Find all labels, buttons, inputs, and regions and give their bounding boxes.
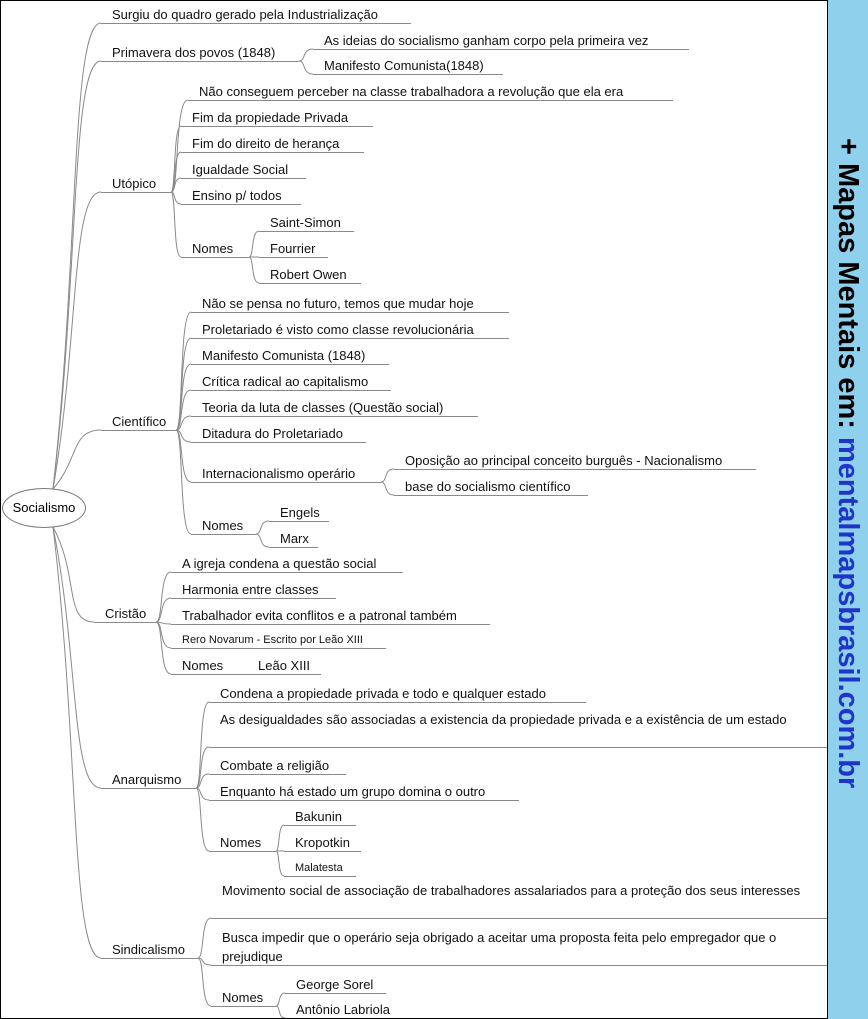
connector-line [155,571,172,623]
node-utopico-item[interactable]: Não conseguem perceber na classe trabalh… [188,83,673,101]
node-cristao-item[interactable]: Rero Novarum - Escrito por Leão XIII [171,631,386,649]
connector-line [197,957,212,1007]
connector-line [275,992,286,1007]
node-intern-item[interactable]: base do socialismo científico [394,478,588,496]
node-intern-item[interactable]: Oposição ao principal conceito burguês -… [394,452,756,470]
node-cientifico-item[interactable]: Crítica radical ao capitalismo [191,373,391,391]
node-surgiu[interactable]: Surgiu do quadro gerado pela Industriali… [101,6,411,24]
connector-line [52,191,102,490]
connector-line [52,60,102,490]
connector-line [380,468,395,483]
node-anarquismo-item[interactable]: Enquanto há estado um grupo domina o out… [209,783,519,801]
mind-map-canvas: Socialismo Surgiu do quadro gerado pela … [0,0,828,1019]
node-name[interactable]: George Sorel [285,976,386,994]
node-internacionalismo[interactable]: Internacionalismo operário [191,465,381,483]
node-name[interactable]: Antônio Labriola [285,1001,411,1018]
node-name[interactable]: Kropotkin [284,834,361,852]
connector-line [248,230,260,258]
connector-line [255,533,270,548]
banner-prefix: + Mapas Mentais em: [832,138,864,437]
node-anarquismo-nomes[interactable]: Nomes [209,834,276,852]
node-sindicalismo-item[interactable]: Movimento social de associação de trabal… [211,881,827,919]
node-cientifico-nomes[interactable]: Nomes [191,517,256,535]
node-name[interactable]: Malatesta [284,859,356,877]
nomes-label: Nomes [182,658,224,673]
banner-text: + Mapas Mentais em: mentalmapsbrasil.com… [830,138,866,788]
connector-line [275,1005,286,1018]
node-cientifico-item[interactable]: Manifesto Comunista (1848) [191,347,389,365]
node-cientifico[interactable]: Científico [101,413,176,431]
node-name[interactable]: Marx [269,530,318,548]
node-cristao-nomes[interactable]: Nomes Leão XIII [171,657,321,675]
node-name[interactable]: Fourrier [259,240,328,258]
connector-line [170,191,182,258]
connector-line [195,787,210,852]
connector-line [52,526,102,959]
node-primavera-item[interactable]: Manifesto Comunista(1848) [313,57,503,75]
connector-line [170,177,182,193]
node-anarquismo-item[interactable]: Combate a religião [209,757,346,775]
connector-line [275,824,285,852]
connector-line [197,917,212,959]
connector-line [155,621,172,675]
node-name[interactable]: Robert Owen [259,266,361,284]
node-cientifico-item[interactable]: Teoria da luta de classes (Questão socia… [191,399,478,417]
node-cristao[interactable]: Cristão [94,605,156,623]
node-utopico-nomes[interactable]: Nomes [181,240,249,258]
node-utopico[interactable]: Utópico [101,175,171,193]
connector-lines [52,22,395,1018]
connector-line [248,256,260,284]
connector-line [380,481,395,496]
node-name[interactable]: Engels [269,504,329,522]
node-anarquismo-item[interactable]: As desigualdades são associadas a existe… [209,710,827,748]
node-primavera-item[interactable]: As ideias do socialismo ganham corpo pel… [313,32,689,50]
banner-site-link[interactable]: mentalmapsbrasil.com.br [832,436,864,789]
node-cientifico-item[interactable]: Proletariado é visto como classe revoluc… [191,321,509,339]
connector-line [298,60,314,75]
connector-line [170,151,182,193]
connector-line [275,850,285,877]
connector-line [298,48,314,62]
node-cientifico-item[interactable]: Ditadura do Proletariado [191,425,366,443]
root-node[interactable]: Socialismo [2,488,86,528]
node-cristao-item[interactable]: A igreja condena a questão social [171,555,403,573]
promo-banner: + Mapas Mentais em: mentalmapsbrasil.com… [828,0,868,1019]
node-cristao-item[interactable]: Harmonia entre classes [171,581,336,599]
connector-line [255,520,270,535]
node-sindicalismo-nomes[interactable]: Nomes [211,989,276,1007]
node-name[interactable]: Leão XIII [258,658,311,673]
node-sindicalismo-item[interactable]: Busca impedir que o operário seja obriga… [211,928,827,966]
node-utopico-item[interactable]: Ensino p/ todos [181,187,301,205]
connector-line [195,701,210,789]
node-sindicalismo[interactable]: Sindicalismo [101,941,198,959]
connector-line [155,597,172,623]
node-cristao-item[interactable]: Trabalhador evita conflitos e a patronal… [171,607,490,625]
node-name[interactable]: Saint-Simon [259,214,354,232]
node-anarquismo-item[interactable]: Condena a propiedade privada e todo e qu… [209,685,586,703]
connector-line [52,526,102,789]
node-anarquismo[interactable]: Anarquismo [101,771,196,789]
connector-line [195,773,210,789]
connector-line [52,429,102,490]
node-primavera[interactable]: Primavera dos povos (1848) [101,44,299,62]
node-utopico-item[interactable]: Fim do direito de herança [181,135,364,153]
node-name[interactable]: Bakunin [284,808,356,826]
connector-line [175,429,192,535]
node-utopico-item[interactable]: Igualdade Social [181,161,306,179]
connector-line [52,526,95,623]
connector-line [175,311,192,431]
connector-line [175,389,192,431]
connector-line [175,415,192,431]
node-cientifico-item[interactable]: Não se pensa no futuro, temos que mudar … [191,295,509,313]
connector-line [52,22,102,490]
node-utopico-item[interactable]: Fim da propiedade Privada [181,109,373,127]
connector-line [195,746,210,789]
